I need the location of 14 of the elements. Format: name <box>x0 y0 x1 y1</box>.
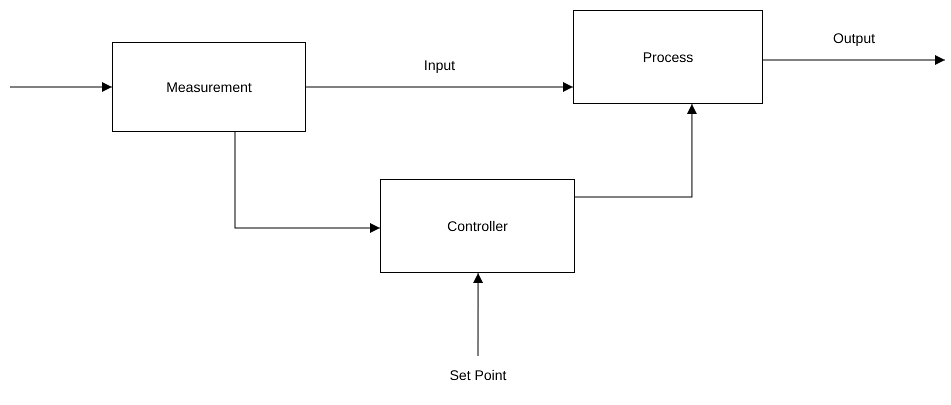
box-label: Measurement <box>166 79 252 95</box>
input-label: Set Point <box>450 367 506 383</box>
arrow <box>234 132 380 233</box>
arrow <box>473 272 484 356</box>
box-label: Controller <box>447 218 508 234</box>
arrow <box>574 104 697 198</box>
arrow <box>762 55 946 65</box>
box-label: Process <box>642 49 694 65</box>
arrow <box>306 82 574 92</box>
process-box <box>112 42 306 132</box>
edge-label: Output <box>830 30 878 46</box>
arrow <box>10 82 112 92</box>
process-box <box>573 10 763 104</box>
process-box <box>380 179 575 273</box>
